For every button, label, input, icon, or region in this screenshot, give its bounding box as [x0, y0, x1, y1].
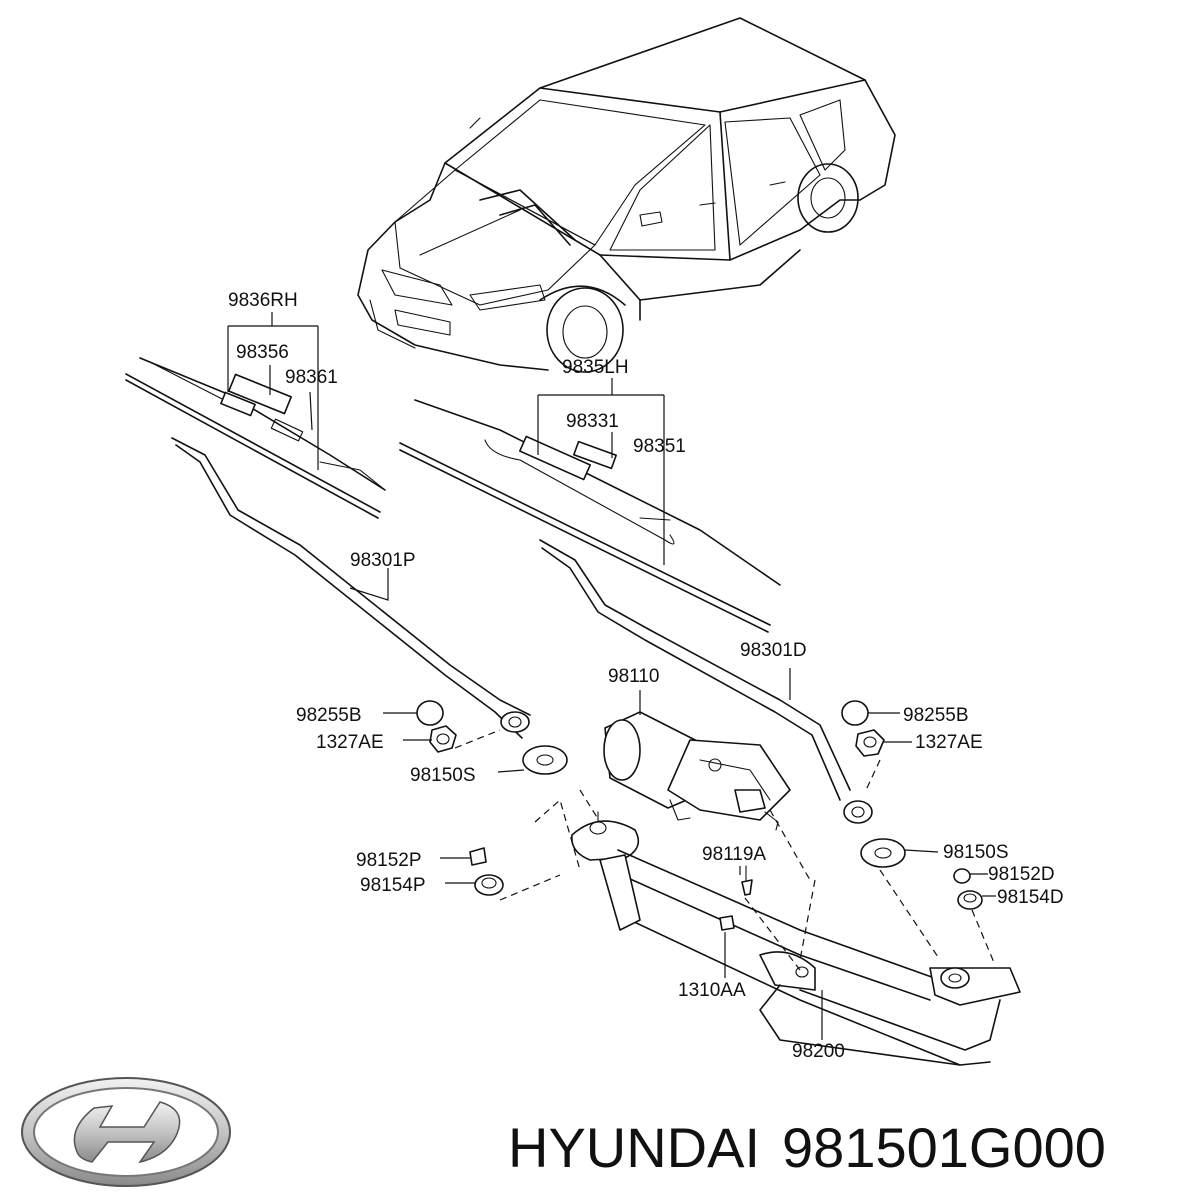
label-rh-arm: 98301P	[350, 550, 416, 571]
part-labels: 9836RH 98356 98361 9835LH 98331 98351 98…	[228, 290, 1064, 1062]
wiper-motor	[603, 690, 791, 831]
rh-leader-lines	[227, 312, 319, 470]
lh-wiper-arm	[539, 539, 873, 824]
label-linkage: 98200	[792, 1041, 845, 1062]
label-cap-left: 98255B	[296, 705, 362, 726]
label-rh-refill: 98356	[236, 342, 289, 363]
fasteners-right	[841, 700, 996, 966]
label-nut-linkage: 1310AA	[678, 980, 746, 1001]
label-motor: 98110	[608, 666, 659, 687]
wiper-linkage	[571, 789, 1021, 1066]
rh-wiper-arm	[171, 437, 531, 739]
fasteners-left	[383, 700, 581, 901]
lh-wiper-blade	[399, 399, 781, 633]
label-cap-right: 98255B	[903, 705, 969, 726]
rh-wiper-blade	[125, 357, 386, 519]
label-cap-small-left: 98152P	[356, 850, 422, 871]
label-bushing-right: 98154D	[997, 887, 1064, 908]
label-nut-left: 1327AE	[316, 732, 384, 753]
part-caption: HYUNDAI 981501G000	[508, 1108, 1188, 1188]
label-bushing-left: 98154P	[360, 875, 426, 896]
label-lh-refill: 98331	[566, 411, 619, 432]
caption-part-number: 981501G000	[782, 1116, 1106, 1179]
label-lh-arm: 98301D	[740, 640, 807, 661]
caption-brand: HYUNDAI	[508, 1116, 761, 1179]
label-cap-small-right: 98152D	[988, 864, 1055, 885]
hyundai-logo-icon	[21, 1077, 231, 1187]
label-washer-left: 98150S	[410, 765, 476, 786]
label-lh-blade: 98351	[633, 436, 686, 457]
label-washer-right: 98150S	[943, 842, 1009, 863]
car-illustration	[357, 17, 896, 373]
label-bolt: 98119A	[702, 844, 766, 865]
label-rh-blade: 98361	[285, 367, 338, 388]
label-nut-right: 1327AE	[915, 732, 983, 753]
lh-leader-lines	[537, 378, 665, 565]
label-lh-blade-assembly: 9835LH	[562, 357, 629, 378]
label-rh-blade-assembly: 9836RH	[228, 290, 298, 311]
